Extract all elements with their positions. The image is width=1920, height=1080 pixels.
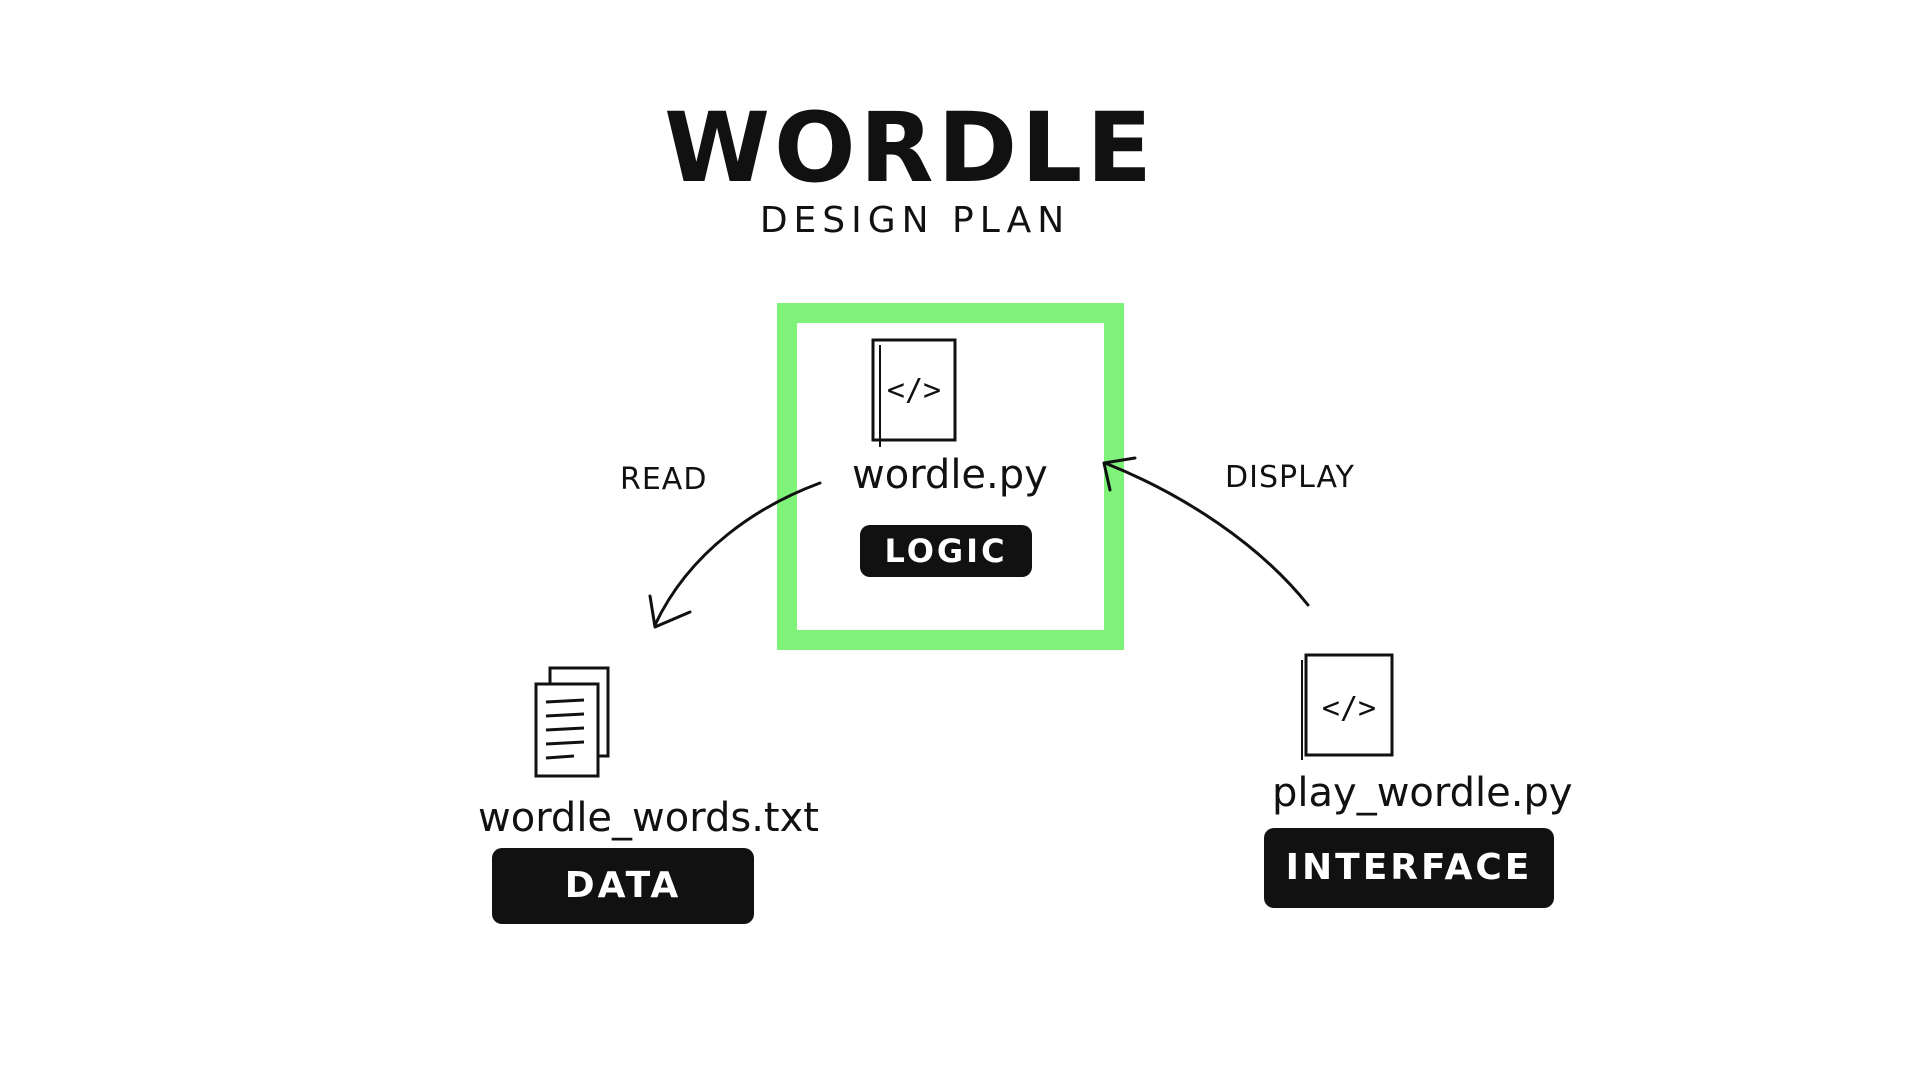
- diagram-title: WORDLE: [664, 92, 1156, 204]
- display-arrowhead: [1102, 456, 1137, 492]
- data-text-document-icon: [534, 666, 610, 778]
- display-arrow: [1103, 461, 1310, 607]
- logic-code-file-icon: </>: [871, 338, 957, 447]
- data-tag: DATA: [492, 848, 754, 924]
- data-file-name: wordle_words.txt: [478, 795, 819, 841]
- diagram-subtitle: DESIGN PLAN: [759, 200, 1071, 241]
- interface-tag: INTERFACE: [1264, 828, 1554, 908]
- display-label: DISPLAY: [1225, 460, 1356, 495]
- svg-text:</>: </>: [887, 373, 941, 408]
- interface-code-file-icon: </>: [1301, 653, 1394, 760]
- logic-tag: LOGIC: [860, 525, 1032, 577]
- logic-file-name: wordle.py: [852, 452, 1048, 498]
- read-arrowhead: [648, 594, 692, 629]
- read-label: READ: [620, 462, 708, 497]
- svg-text:</>: </>: [1322, 691, 1376, 726]
- logic-highlight-frame: [777, 303, 1124, 650]
- read-arrow: [653, 481, 822, 627]
- interface-file-name: play_wordle.py: [1272, 770, 1573, 816]
